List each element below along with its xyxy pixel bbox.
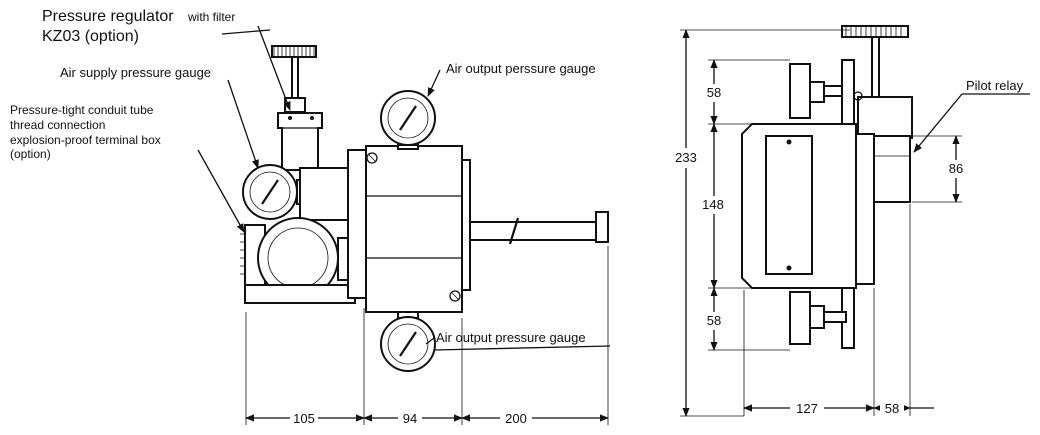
side-dimensions bbox=[670, 29, 972, 417]
feedback-shaft bbox=[469, 211, 609, 245]
front-dimensions bbox=[245, 246, 609, 426]
label-conduit-2: thread connection bbox=[10, 118, 105, 132]
dim-side-86: 86 bbox=[949, 161, 963, 176]
main-housing bbox=[347, 145, 471, 313]
label-regulator-suffix: with filter bbox=[187, 10, 235, 24]
label-supply-gauge: Air supply pressure gauge bbox=[60, 65, 211, 80]
front-leaders bbox=[197, 25, 611, 351]
dim-side-233: 233 bbox=[675, 150, 697, 165]
label-conduit-1: Pressure-tight conduit tube bbox=[10, 103, 154, 117]
side-view bbox=[741, 25, 913, 349]
dim-front-105: 105 bbox=[293, 411, 315, 426]
label-output-gauge-bottom: Air output pressure gauge bbox=[436, 330, 586, 345]
front-view bbox=[240, 45, 609, 372]
side-leaders bbox=[913, 93, 1030, 153]
air-output-gauge-top bbox=[380, 90, 436, 150]
label-regulator-model: KZ03 (option) bbox=[42, 28, 139, 45]
label-output-gauge-top: Air output perssure gauge bbox=[446, 61, 596, 76]
label-conduit-3: explosion-proof terminal box bbox=[10, 133, 161, 147]
dim-side-58-relay: 58 bbox=[885, 401, 899, 416]
label-pressure-regulator: Pressure regulator bbox=[42, 8, 174, 25]
label-pilot-relay: Pilot relay bbox=[966, 78, 1024, 93]
dim-side-148: 148 bbox=[702, 197, 724, 212]
dim-side-58-upper: 58 bbox=[707, 85, 721, 100]
dim-front-200: 200 bbox=[505, 411, 527, 426]
pressure-regulator-body bbox=[277, 112, 323, 171]
dim-front-94: 94 bbox=[403, 411, 417, 426]
dim-side-127: 127 bbox=[796, 401, 818, 416]
connecting-block bbox=[299, 167, 351, 221]
air-output-gauge-bottom bbox=[380, 311, 436, 372]
dim-side-58-lower: 58 bbox=[707, 313, 721, 328]
label-conduit-4: (option) bbox=[10, 147, 51, 161]
regulator-knob bbox=[271, 45, 317, 113]
baseplate bbox=[244, 284, 356, 304]
